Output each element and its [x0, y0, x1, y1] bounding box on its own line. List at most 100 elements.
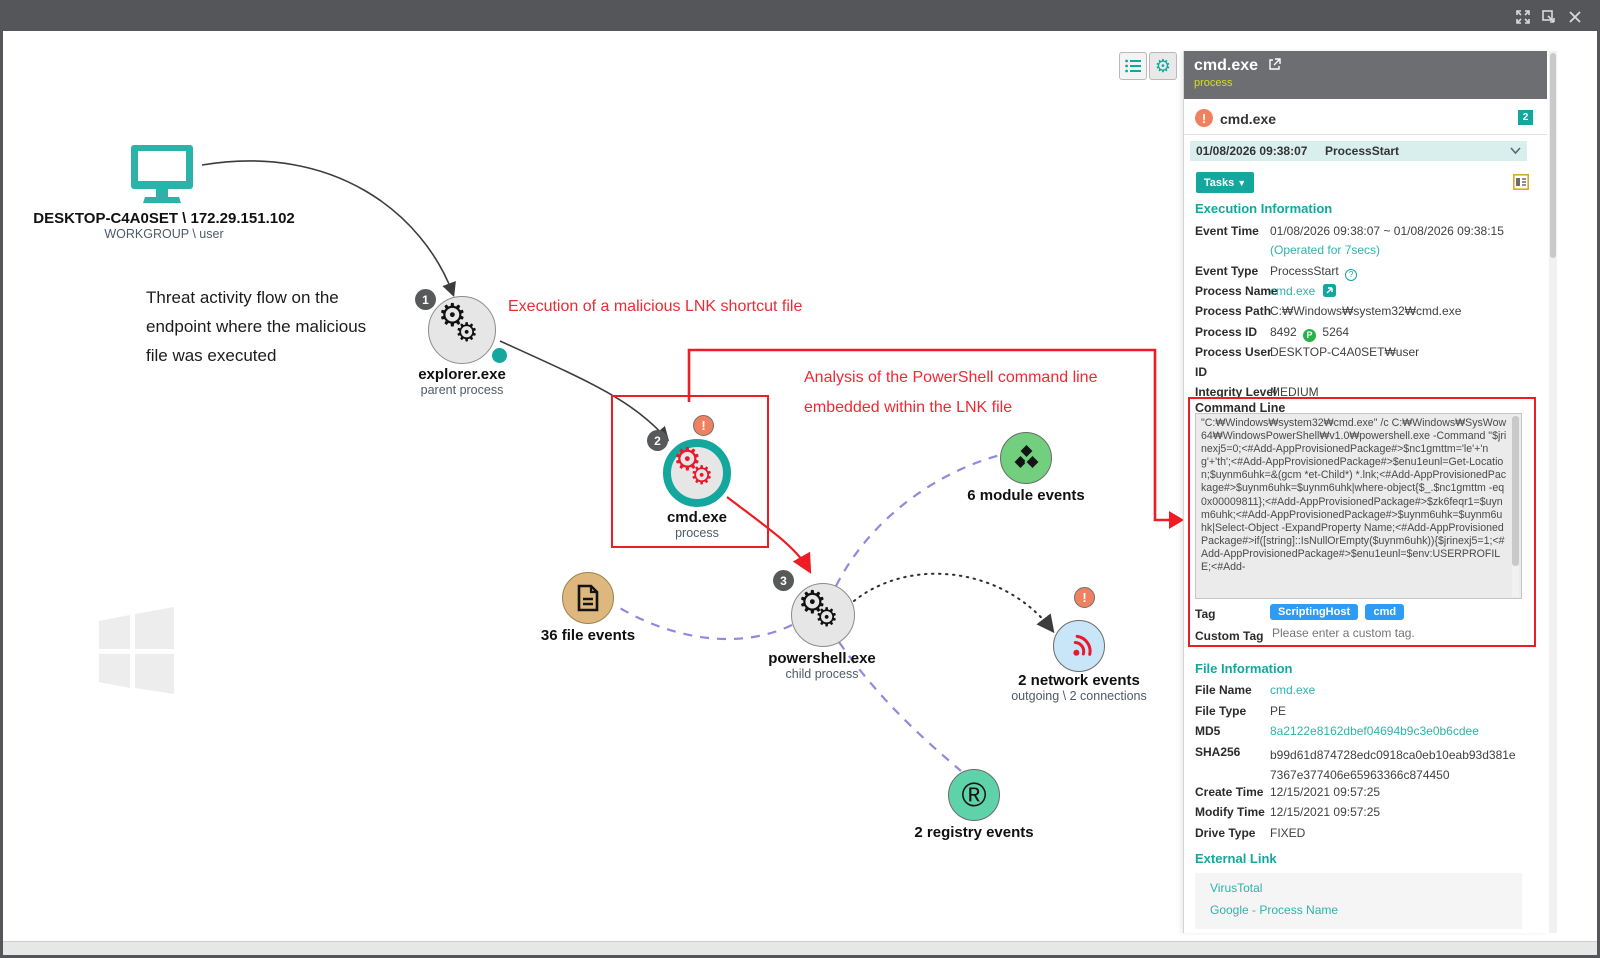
powershell-label: powershell.exe	[768, 650, 876, 667]
process-gears-icon: ⚙⚙	[438, 297, 479, 347]
command-line-box[interactable]: "C:₩Windows₩system32₩cmd.exe" /c C:₩Wind…	[1195, 413, 1522, 599]
process-gears-icon: ⚙⚙	[673, 441, 714, 490]
threat-note: Threat activity flow on the endpoint whe…	[146, 283, 366, 370]
md5-value[interactable]: 8a2122e8162dbef04694b9c3e0b6cdee	[1270, 724, 1479, 738]
threat-note-line2: endpoint where the malicious	[146, 317, 367, 336]
process-row: ! cmd.exe 2	[1184, 103, 1547, 135]
virustotal-link[interactable]: VirusTotal	[1210, 881, 1263, 895]
process-gears-icon: ⚙⚙	[798, 584, 839, 632]
analysis-note-line1: Analysis of the PowerShell command line	[804, 369, 1098, 386]
cmd-sublabel: process	[675, 526, 719, 540]
modules-cubes-icon	[1012, 444, 1040, 471]
modify-time-value: 12/15/2021 09:57:25	[1270, 805, 1381, 819]
panel-scrollbar[interactable]	[1549, 51, 1557, 933]
module-events-label: 6 module events	[967, 487, 1085, 504]
create-time-value: 12/15/2021 09:57:25	[1270, 785, 1381, 799]
host-name-label: DESKTOP-C4A0SET \ 172.29.151.102	[33, 210, 295, 227]
windows-logo-watermark	[99, 607, 174, 694]
report-icon[interactable]	[1513, 174, 1529, 190]
close-icon[interactable]	[1567, 9, 1583, 25]
list-icon	[1125, 59, 1141, 73]
bottom-scrollbar-strip[interactable]	[3, 941, 1597, 955]
drive-type-value: FIXED	[1270, 826, 1306, 840]
file-name-label: File Name	[1195, 683, 1252, 697]
event-type-value: ProcessStart ?	[1270, 264, 1358, 281]
file-name-value[interactable]: cmd.exe	[1270, 683, 1316, 697]
panel-title: cmd.exe	[1194, 57, 1259, 74]
network-signal-icon	[1073, 634, 1092, 656]
open-process-icon[interactable]	[1322, 284, 1336, 297]
expand-icon[interactable]	[1515, 9, 1531, 25]
external-link-icon[interactable]	[1268, 58, 1281, 70]
file-type-value: PE	[1270, 704, 1287, 718]
process-id-value: 8492 P 5264	[1270, 325, 1350, 342]
tag-badge: cmd	[1365, 604, 1405, 620]
node-module-events[interactable]	[1000, 432, 1052, 484]
custom-tag-input[interactable]	[1270, 625, 1470, 641]
event-selector-type: ProcessStart	[1325, 144, 1400, 158]
sequence-badge-1: 1	[415, 289, 436, 310]
file-events-label: 36 file events	[540, 627, 636, 644]
node-network-events[interactable]	[1053, 620, 1105, 672]
cmd-alert-badge: !	[693, 415, 714, 436]
external-links-box: VirusTotal Google - Process Name	[1195, 873, 1522, 929]
host-workgroup-label: WORKGROUP \ user	[104, 227, 224, 241]
tag-label: Tag	[1195, 607, 1216, 621]
node-file-events[interactable]	[562, 572, 614, 624]
process-name-value: cmd.exe	[1270, 284, 1336, 298]
process-name-label: Process Name	[1195, 284, 1278, 298]
caret-down-icon: ▼	[1237, 177, 1247, 188]
network-alert-badge: !	[1074, 587, 1095, 608]
create-time-label: Create Time	[1195, 785, 1264, 799]
event-selector-dropdown[interactable]: 01/08/2026 09:38:07 ProcessStart	[1190, 141, 1527, 161]
event-time-label: Event Time	[1195, 224, 1259, 238]
tag-badge: ScriptingHost	[1270, 604, 1359, 620]
registry-events-label: 2 registry events	[914, 824, 1034, 841]
document-icon	[577, 584, 599, 612]
execution-information-heading: Execution Information	[1195, 201, 1333, 216]
list-view-button[interactable]	[1119, 52, 1147, 80]
help-icon[interactable]: ?	[1345, 268, 1358, 281]
chevron-down-icon	[1510, 147, 1521, 155]
detail-panel: cmd.exe process ! cmd.exe 2 01/08/2026 0…	[1183, 51, 1547, 933]
threat-note-line3: file was executed	[146, 346, 277, 365]
node-cmd[interactable]: ⚙⚙	[663, 439, 731, 507]
node-powershell[interactable]: ⚙⚙	[791, 583, 855, 647]
event-type-label: Event Type	[1195, 264, 1259, 278]
process-alert-icon: !	[1195, 109, 1213, 127]
explorer-label: explorer.exe	[418, 366, 506, 383]
sequence-badge-2: 2	[647, 430, 668, 451]
explorer-sublabel: parent process	[420, 383, 504, 397]
network-events-sublabel: outgoing \ 2 connections	[1011, 689, 1147, 703]
event-time-value: 01/08/2026 09:38:07 ~ 01/08/2026 09:38:1…	[1270, 224, 1504, 238]
command-line-scrollbar[interactable]	[1512, 415, 1519, 597]
node-explorer[interactable]: ⚙⚙	[428, 296, 496, 364]
analysis-note-line2: embedded within the LNK file	[804, 399, 1013, 416]
parent-pid-badge: P	[1303, 328, 1317, 342]
panel-subtitle: process	[1194, 77, 1233, 89]
sha256-value: b99d61d874728edc0918ca0eb10eab93d381e736…	[1270, 748, 1516, 782]
tag-badges: ScriptingHost cmd	[1270, 604, 1408, 620]
event-time-note: (Operated for 7secs)	[1270, 243, 1381, 257]
popout-icon[interactable]	[1541, 9, 1557, 25]
sha256-label: SHA256	[1195, 745, 1241, 759]
settings-button[interactable]: ⚙	[1149, 52, 1177, 80]
tasks-button[interactable]: Tasks ▼	[1196, 172, 1254, 193]
process-path-value: C:₩Windows₩system32₩cmd.exe	[1270, 304, 1462, 318]
host-computer-icon[interactable]	[131, 145, 195, 205]
custom-tag-label: Custom Tag	[1195, 629, 1264, 643]
node-registry-events[interactable]: ®	[948, 769, 1000, 821]
powershell-analysis-note: Analysis of the PowerShell command line …	[804, 363, 1097, 423]
network-events-label: 2 network events	[1018, 672, 1140, 689]
gear-icon: ⚙	[1154, 56, 1172, 76]
process-user-label: Process User	[1195, 345, 1272, 359]
panel-header: cmd.exe process	[1184, 51, 1547, 99]
threat-note-line1: Threat activity flow on the	[146, 288, 339, 307]
google-process-name-link[interactable]: Google - Process Name	[1210, 903, 1339, 917]
cmd-label: cmd.exe	[666, 509, 728, 526]
event-count-badge: 2	[1518, 110, 1533, 125]
file-type-label: File Type	[1195, 704, 1247, 718]
file-information-heading: File Information	[1195, 661, 1293, 676]
process-row-name: cmd.exe	[1220, 111, 1277, 127]
title-bar	[3, 3, 1597, 31]
